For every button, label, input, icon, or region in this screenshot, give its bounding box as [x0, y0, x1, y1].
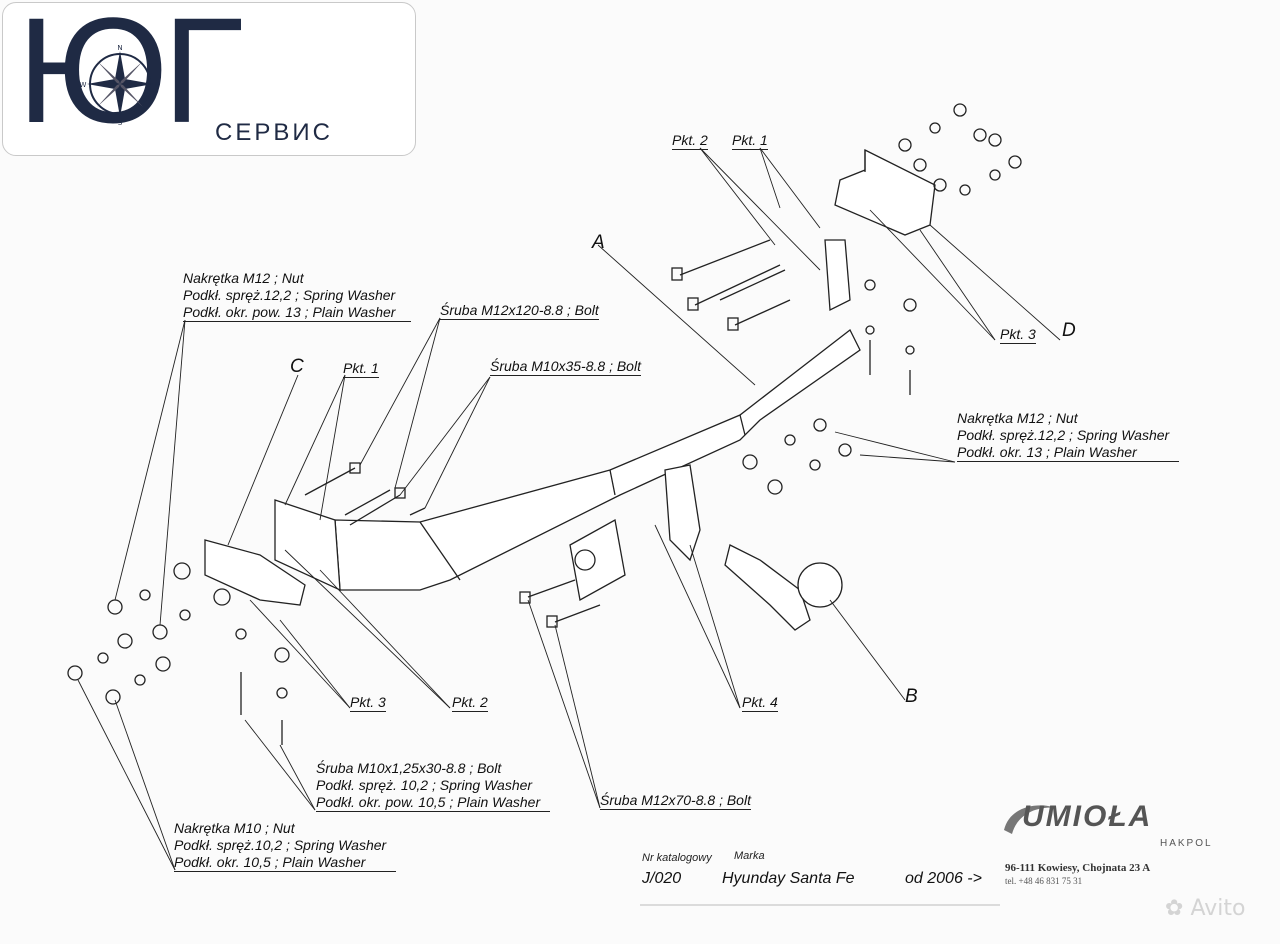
- callout-line: Nakrętka M12 ; Nut: [183, 270, 304, 286]
- callout-line: Podkł. spręż. 10,2 ; Spring Washer: [316, 777, 533, 793]
- tow-ball-neck: [724, 544, 811, 631]
- lower-d-bolts: [864, 279, 917, 395]
- top-bolts: [671, 239, 791, 331]
- callout-line: Podkł. spręż.12,2 ; Spring Washer: [957, 427, 1170, 443]
- pkt1-left-label: Pkt. 1: [343, 360, 379, 378]
- ball-mount-plate: [569, 518, 626, 602]
- pkt3-left-label: Pkt. 3: [350, 694, 386, 712]
- tow-ball: [797, 562, 843, 608]
- brand-label: Marka: [734, 850, 765, 862]
- callout-line: Podkł. spręż.10,2 ; Spring Washer: [174, 837, 387, 853]
- maker-phone: tel. +48 46 831 75 31: [1005, 876, 1083, 886]
- top-right-nuts: [898, 103, 1022, 196]
- left-vertical-bolts: [235, 628, 290, 745]
- compass-rose-icon: N E S W: [80, 44, 160, 127]
- bracket-d: [834, 148, 936, 236]
- avito-watermark: ✿ Avito: [1165, 896, 1245, 921]
- catalog-number-label: Nr katalogowy: [642, 852, 712, 864]
- watermark-icon: ✿: [1165, 896, 1184, 921]
- left-bracket-plate: [274, 499, 341, 592]
- callout-line: Podkł. okr. 10,5 ; Plain Washer: [174, 854, 366, 870]
- callout-line: Podkł. okr. pow. 10,5 ; Plain Washer: [316, 794, 541, 810]
- hanger: [664, 464, 701, 562]
- callout-line: Podkł. okr. pow. 13 ; Plain Washer: [183, 304, 396, 320]
- compass-w: W: [80, 81, 87, 89]
- watermark-text: Avito: [1190, 896, 1246, 921]
- part-label-c: C: [290, 356, 304, 377]
- maker-address: 96-111 Kowiesy, Chojnata 23 A: [1005, 862, 1151, 874]
- bolt-m12x120-callout: Śruba M12x120-8.8 ; Bolt: [440, 302, 599, 320]
- pkt3-right-label: Pkt. 3: [1000, 326, 1036, 344]
- bracket-c: [204, 539, 306, 606]
- left-nuts: [67, 562, 231, 705]
- pkt4-label: Pkt. 4: [742, 694, 778, 712]
- bolt-m12x70-callout: Śruba M12x70-8.8 ; Bolt: [600, 792, 751, 810]
- maker-brand: UMIOŁA: [1022, 800, 1153, 833]
- left-bolts: [304, 462, 426, 526]
- left-nut-m12-callout: Nakrętka M12 ; Nut Podkł. spręż.12,2 ; S…: [183, 270, 411, 322]
- pkt1-top-label: Pkt. 1: [732, 132, 768, 150]
- catalog-number: J/020: [642, 870, 682, 887]
- callout-line: Nakrętka M12 ; Nut: [957, 410, 1078, 426]
- compass-e: E: [155, 81, 159, 89]
- pkt2-left-label: Pkt. 2: [452, 694, 488, 712]
- part-label-d: D: [1062, 320, 1076, 341]
- right-arm: [824, 239, 851, 312]
- bolt-m10x125-callout: Śruba M10x1,25x30-8.8 ; Bolt Podkł. sprę…: [316, 760, 550, 812]
- swoosh-icon: [1004, 805, 1056, 834]
- callout-line: Podkł. spręż.12,2 ; Spring Washer: [183, 287, 396, 303]
- lower-bolts: [519, 579, 601, 628]
- callout-line: Śruba M10x1,25x30-8.8 ; Bolt: [316, 760, 502, 776]
- part-label-b: B: [905, 686, 918, 707]
- logo-panel: ЮГ СЕРВИС N E S W: [2, 0, 416, 156]
- callout-line: Podkł. okr. 13 ; Plain Washer: [957, 444, 1137, 460]
- pkt2-top-label: Pkt. 2: [672, 132, 708, 150]
- maker-sub: HAKPOL: [1160, 838, 1213, 849]
- part-label-a: A: [592, 232, 605, 253]
- compass-n: N: [117, 44, 122, 52]
- right-nut-m12-callout: Nakrętka M12 ; Nut Podkł. spręż.12,2 ; S…: [957, 410, 1179, 462]
- right-nuts-middle: [742, 418, 852, 495]
- nut-m10-callout: Nakrętka M10 ; Nut Podkł. spręż.10,2 ; S…: [174, 820, 396, 872]
- bolt-m10x35-callout: Śruba M10x35-8.8 ; Bolt: [490, 358, 641, 376]
- callout-line: Nakrętka M10 ; Nut: [174, 820, 295, 836]
- compass-s: S: [118, 119, 123, 127]
- logo-sub-text: СЕРВИС: [215, 119, 333, 146]
- car-model: Hyunday Santa Fe: [722, 870, 855, 887]
- model-year: od 2006 ->: [905, 870, 982, 887]
